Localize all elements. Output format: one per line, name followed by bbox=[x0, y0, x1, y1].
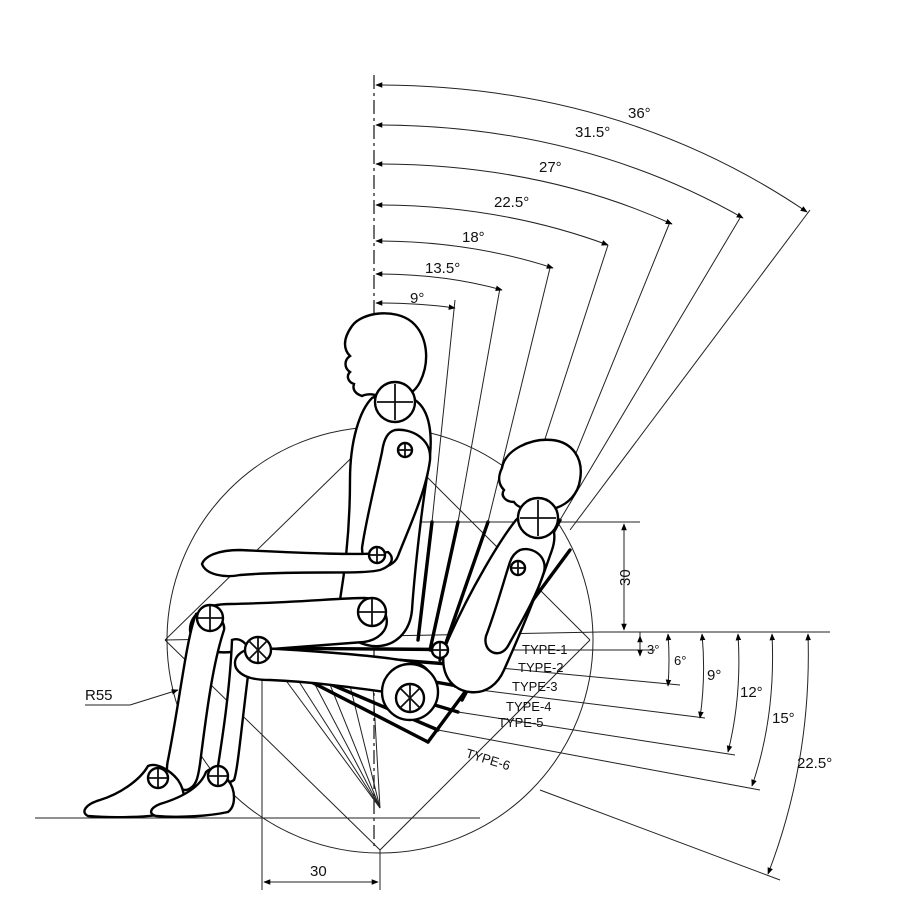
horizontal-offset-label: 30 bbox=[310, 863, 327, 880]
joint-ankle bbox=[146, 766, 170, 790]
joint-neck bbox=[373, 380, 417, 424]
joint-knee bbox=[195, 603, 225, 633]
type-label-4: TYPE-4 bbox=[506, 699, 552, 714]
seat-angle-labels: 3° 6° 9° 12° 15° 22.5° bbox=[647, 642, 832, 772]
reclined-joint-elbow bbox=[430, 640, 450, 660]
seat-angle-label-15: 15° bbox=[772, 710, 795, 727]
radius-dimension: R55 bbox=[85, 687, 179, 706]
reclined-seated-figure bbox=[233, 438, 582, 722]
joint-ankle-rear bbox=[206, 764, 230, 788]
seat-angle-extensions bbox=[437, 649, 781, 881]
joint-shoulder bbox=[396, 441, 414, 459]
seat-angle-label-3: 3° bbox=[647, 642, 659, 657]
reclined-joint-knee bbox=[243, 635, 273, 665]
head-profile bbox=[343, 312, 428, 400]
backrest-extension-lines bbox=[431, 209, 811, 531]
angle-label-13-5: 13.5° bbox=[425, 260, 460, 277]
construction-diagonal bbox=[164, 429, 381, 641]
joint-hip bbox=[356, 596, 388, 628]
type-label-5: TYPE-5 bbox=[498, 715, 544, 730]
upright-seated-figure bbox=[83, 312, 432, 819]
angle-label-9: 9° bbox=[410, 290, 424, 307]
angle-label-27: 27° bbox=[539, 159, 562, 176]
forearm bbox=[200, 548, 393, 578]
lower-leg bbox=[165, 611, 226, 792]
angle-label-18: 18° bbox=[462, 229, 485, 246]
type-label-2: TYPE-2 bbox=[518, 660, 564, 675]
type-label-6: TYPE-6 bbox=[464, 746, 512, 774]
reclined-joint-shoulder bbox=[509, 559, 527, 577]
reclined-joint-neck bbox=[516, 496, 560, 540]
seat-angle-label-22-5: 22.5° bbox=[797, 755, 832, 772]
backrest-angle-labels: 9° 13.5° 18° 22.5° 27° 31.5° 36° bbox=[410, 105, 651, 307]
radius-label: R55 bbox=[85, 687, 113, 704]
horizontal-offset-dimension: 30 bbox=[263, 863, 379, 885]
seat-angle-dimensions bbox=[637, 632, 811, 875]
angle-label-36: 36° bbox=[628, 105, 651, 122]
reclined-joint-hip bbox=[394, 682, 426, 714]
seat-angle-label-9: 9° bbox=[707, 667, 721, 684]
seat-angle-label-12: 12° bbox=[740, 684, 763, 701]
type-label-1: TYPE-1 bbox=[522, 642, 568, 657]
vertical-offset-label: 30 bbox=[617, 569, 634, 586]
angle-label-22-5: 22.5° bbox=[494, 194, 529, 211]
vertical-offset-dimension: 30 bbox=[617, 523, 634, 631]
reclined-upper-arm bbox=[484, 547, 546, 655]
joint-elbow bbox=[367, 545, 387, 565]
backrest-angle-arcs bbox=[375, 82, 808, 310]
type-label-3: TYPE-3 bbox=[512, 679, 558, 694]
construction-diagonal bbox=[379, 639, 591, 851]
angle-label-31-5: 31.5° bbox=[575, 124, 610, 141]
seat-angle-label-6: 6° bbox=[674, 653, 686, 668]
